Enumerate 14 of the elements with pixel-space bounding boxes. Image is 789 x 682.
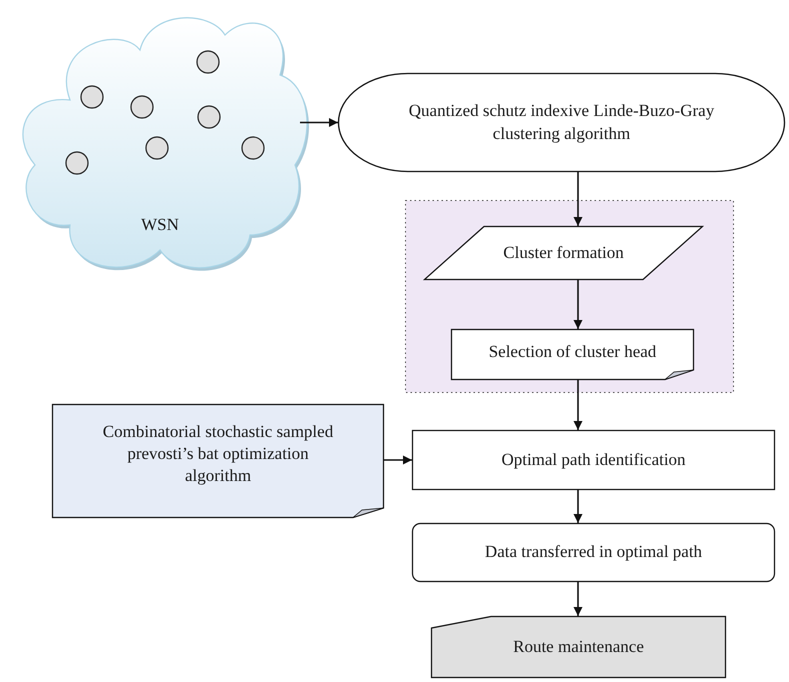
arrow <box>300 118 338 127</box>
node-label: Quantized schutz indexive Linde-Buzo-Gray clustering algorithm <box>408 100 715 145</box>
arrow <box>574 380 582 430</box>
arrow <box>574 280 582 329</box>
arrow <box>574 490 582 523</box>
arrow <box>574 582 582 616</box>
node-label: Optimal path identification <box>501 448 686 471</box>
node-label: Data transferred in optimal path <box>484 541 702 564</box>
node-label: Route maintenance <box>513 636 644 658</box>
node-label: Selection of cluster head <box>488 340 656 363</box>
node-label: Combinatorial stochastic sampled prevosti’s bat optimization algorithm <box>102 420 334 488</box>
arrow <box>384 456 412 464</box>
arrow <box>574 172 582 226</box>
node-label: Cluster formation <box>503 242 624 264</box>
